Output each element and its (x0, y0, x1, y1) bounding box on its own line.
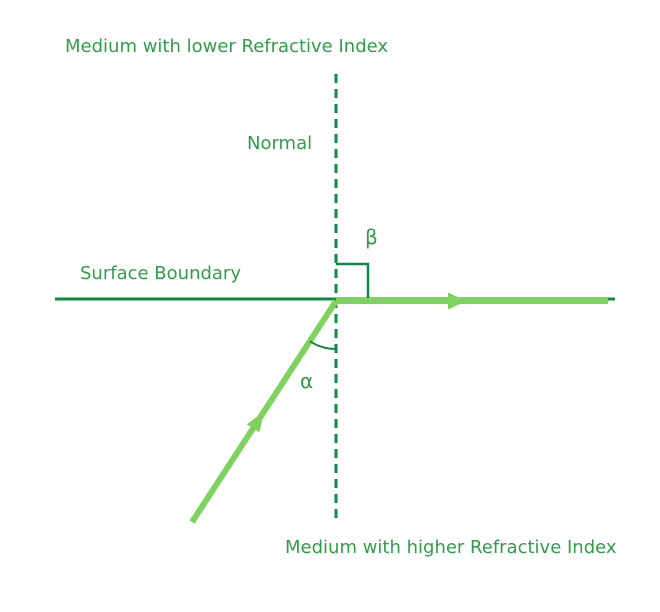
normal-label: Normal (247, 133, 313, 154)
refracted-ray-arrowhead (448, 292, 466, 310)
incident-ray-arrowhead (246, 411, 264, 433)
refraction-angle-label: β (365, 225, 378, 249)
upper-medium-label: Medium with lower Refractive Index (65, 36, 389, 57)
right-angle-marker (336, 262, 370, 298)
incidence-angle-label: α (300, 369, 314, 393)
lower-medium-label: Medium with higher Refractive Index (285, 537, 617, 558)
surface-boundary-label: Surface Boundary (80, 263, 241, 284)
alpha-angle-arc (309, 340, 337, 350)
